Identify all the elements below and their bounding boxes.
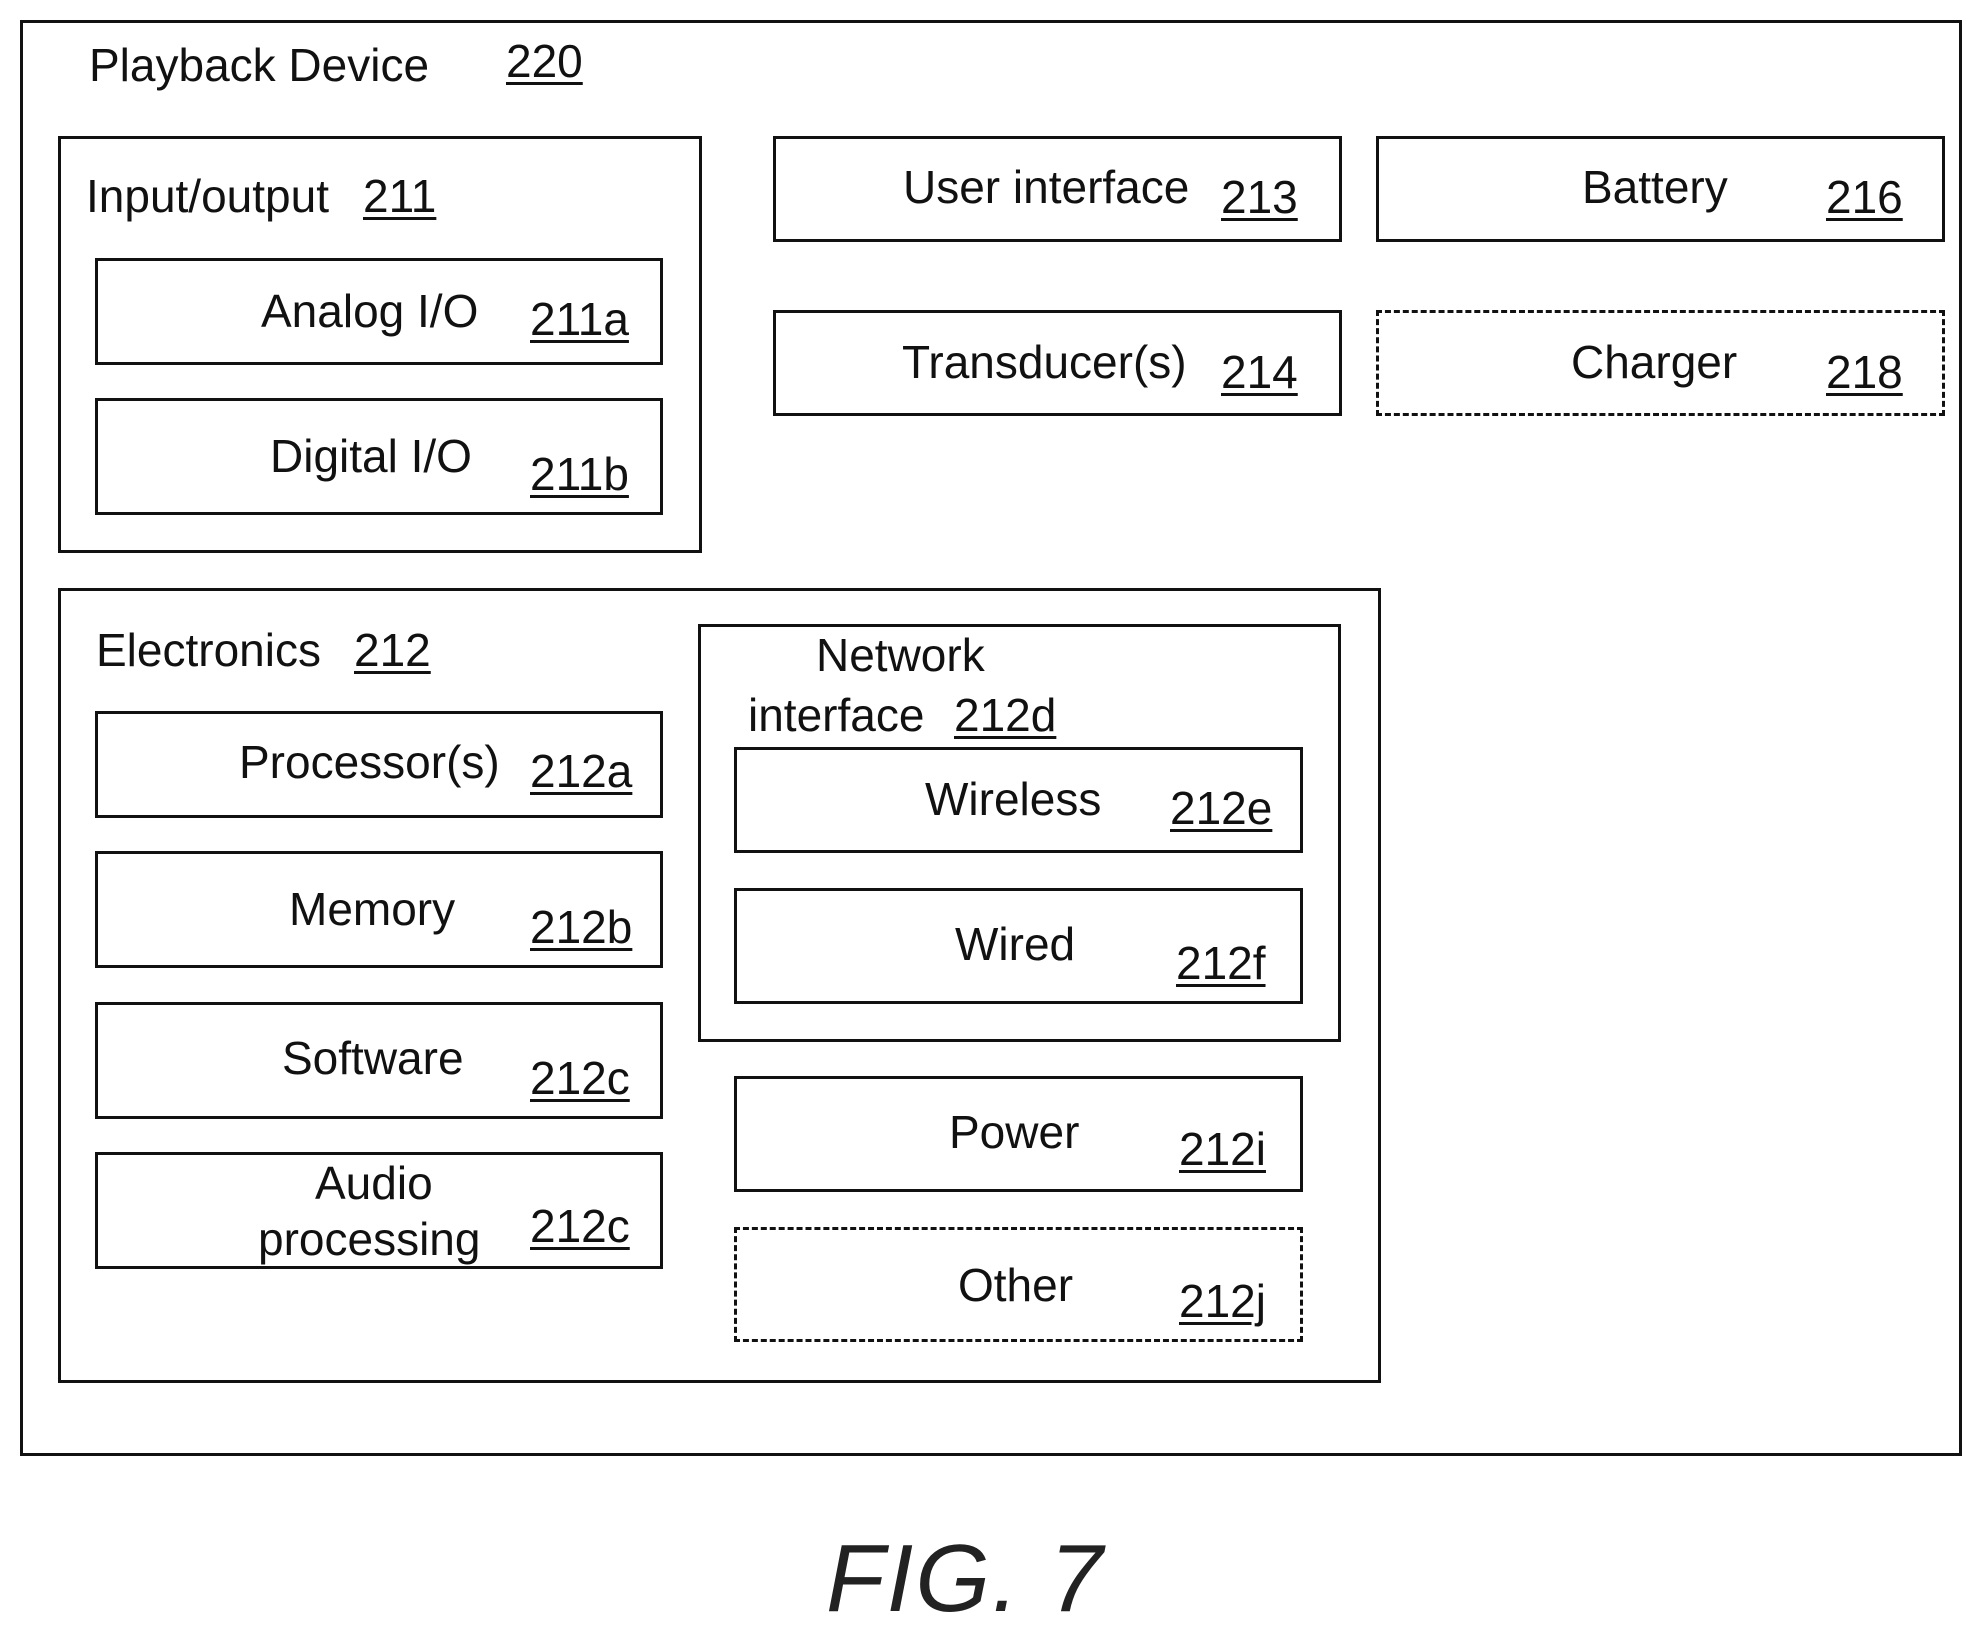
power-label: Power — [949, 1109, 1079, 1155]
transducers-ref: 214 — [1221, 349, 1298, 395]
software-label: Software — [282, 1035, 464, 1081]
audio-processing-label-line2: processing — [258, 1216, 480, 1262]
battery-ref: 216 — [1826, 174, 1903, 220]
battery-label: Battery — [1582, 164, 1728, 210]
analog-io-label: Analog I/O — [261, 288, 478, 334]
electronics-ref: 212 — [354, 627, 431, 673]
audio-processing-label-line1: Audio — [315, 1160, 433, 1206]
network-interface-ref: 212d — [954, 692, 1056, 738]
wired-ref: 212f — [1176, 940, 1266, 986]
playback-device-label: Playback Device — [89, 42, 429, 88]
processor-label: Processor(s) — [239, 739, 500, 785]
figure-label: FIG. 7 — [826, 1531, 1105, 1627]
memory-label: Memory — [289, 886, 455, 932]
processor-ref: 212a — [530, 748, 632, 794]
memory-ref: 212b — [530, 904, 632, 950]
software-ref: 212c — [530, 1055, 630, 1101]
user-interface-label: User interface — [903, 164, 1189, 210]
charger-ref: 218 — [1826, 349, 1903, 395]
wireless-ref: 212e — [1170, 785, 1272, 831]
network-interface-label-line2: interface — [748, 692, 924, 738]
input-output-ref: 211 — [363, 173, 436, 219]
other-label: Other — [958, 1262, 1073, 1308]
network-interface-label-line1: Network — [816, 632, 985, 678]
user-interface-ref: 213 — [1221, 174, 1298, 220]
digital-io-label: Digital I/O — [270, 433, 472, 479]
other-ref: 212j — [1179, 1278, 1266, 1324]
wired-label: Wired — [955, 921, 1075, 967]
analog-io-ref: 211a — [530, 296, 629, 342]
playback-device-ref: 220 — [506, 38, 583, 84]
digital-io-ref: 211b — [530, 451, 629, 497]
power-ref: 212i — [1179, 1126, 1266, 1172]
input-output-label: Input/output — [86, 173, 329, 219]
transducers-label: Transducer(s) — [902, 339, 1187, 385]
electronics-label: Electronics — [96, 627, 321, 673]
charger-label: Charger — [1571, 339, 1737, 385]
audio-processing-ref: 212c — [530, 1203, 630, 1249]
wireless-label: Wireless — [925, 776, 1101, 822]
